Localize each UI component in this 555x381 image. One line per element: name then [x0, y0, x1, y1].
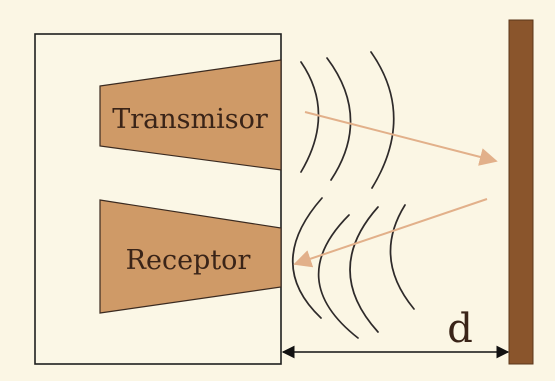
returning-wave-1 [292, 197, 323, 319]
reflector-wall [508, 19, 534, 365]
receiver-horn [99, 199, 282, 314]
returning-wave-4 [389, 204, 415, 310]
transmitter-horn [99, 59, 282, 171]
receiver-label: Receptor [126, 245, 251, 276]
outgoing-wave-3 [370, 51, 395, 189]
transmitter-label: Transmisor [112, 104, 268, 135]
returning-wave-3 [349, 206, 379, 333]
returning-waves [292, 197, 415, 339]
returning-wave-2 [317, 214, 359, 339]
distance-label: d [447, 306, 473, 352]
transmitted-signal-arrow [304, 111, 498, 166]
reflected-signal-arrow [293, 198, 488, 268]
outgoing-wave-2 [326, 57, 352, 181]
